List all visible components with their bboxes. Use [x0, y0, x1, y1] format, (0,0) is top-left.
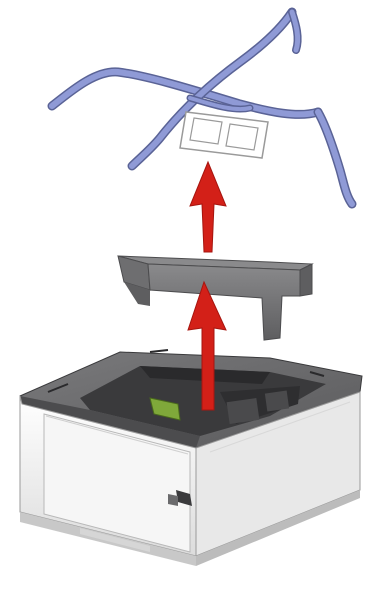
tape-label-card: [180, 112, 268, 158]
packing-tape: [52, 12, 352, 204]
remove-tape-arrow: [190, 162, 226, 252]
optional-tray-unit: [20, 350, 362, 566]
